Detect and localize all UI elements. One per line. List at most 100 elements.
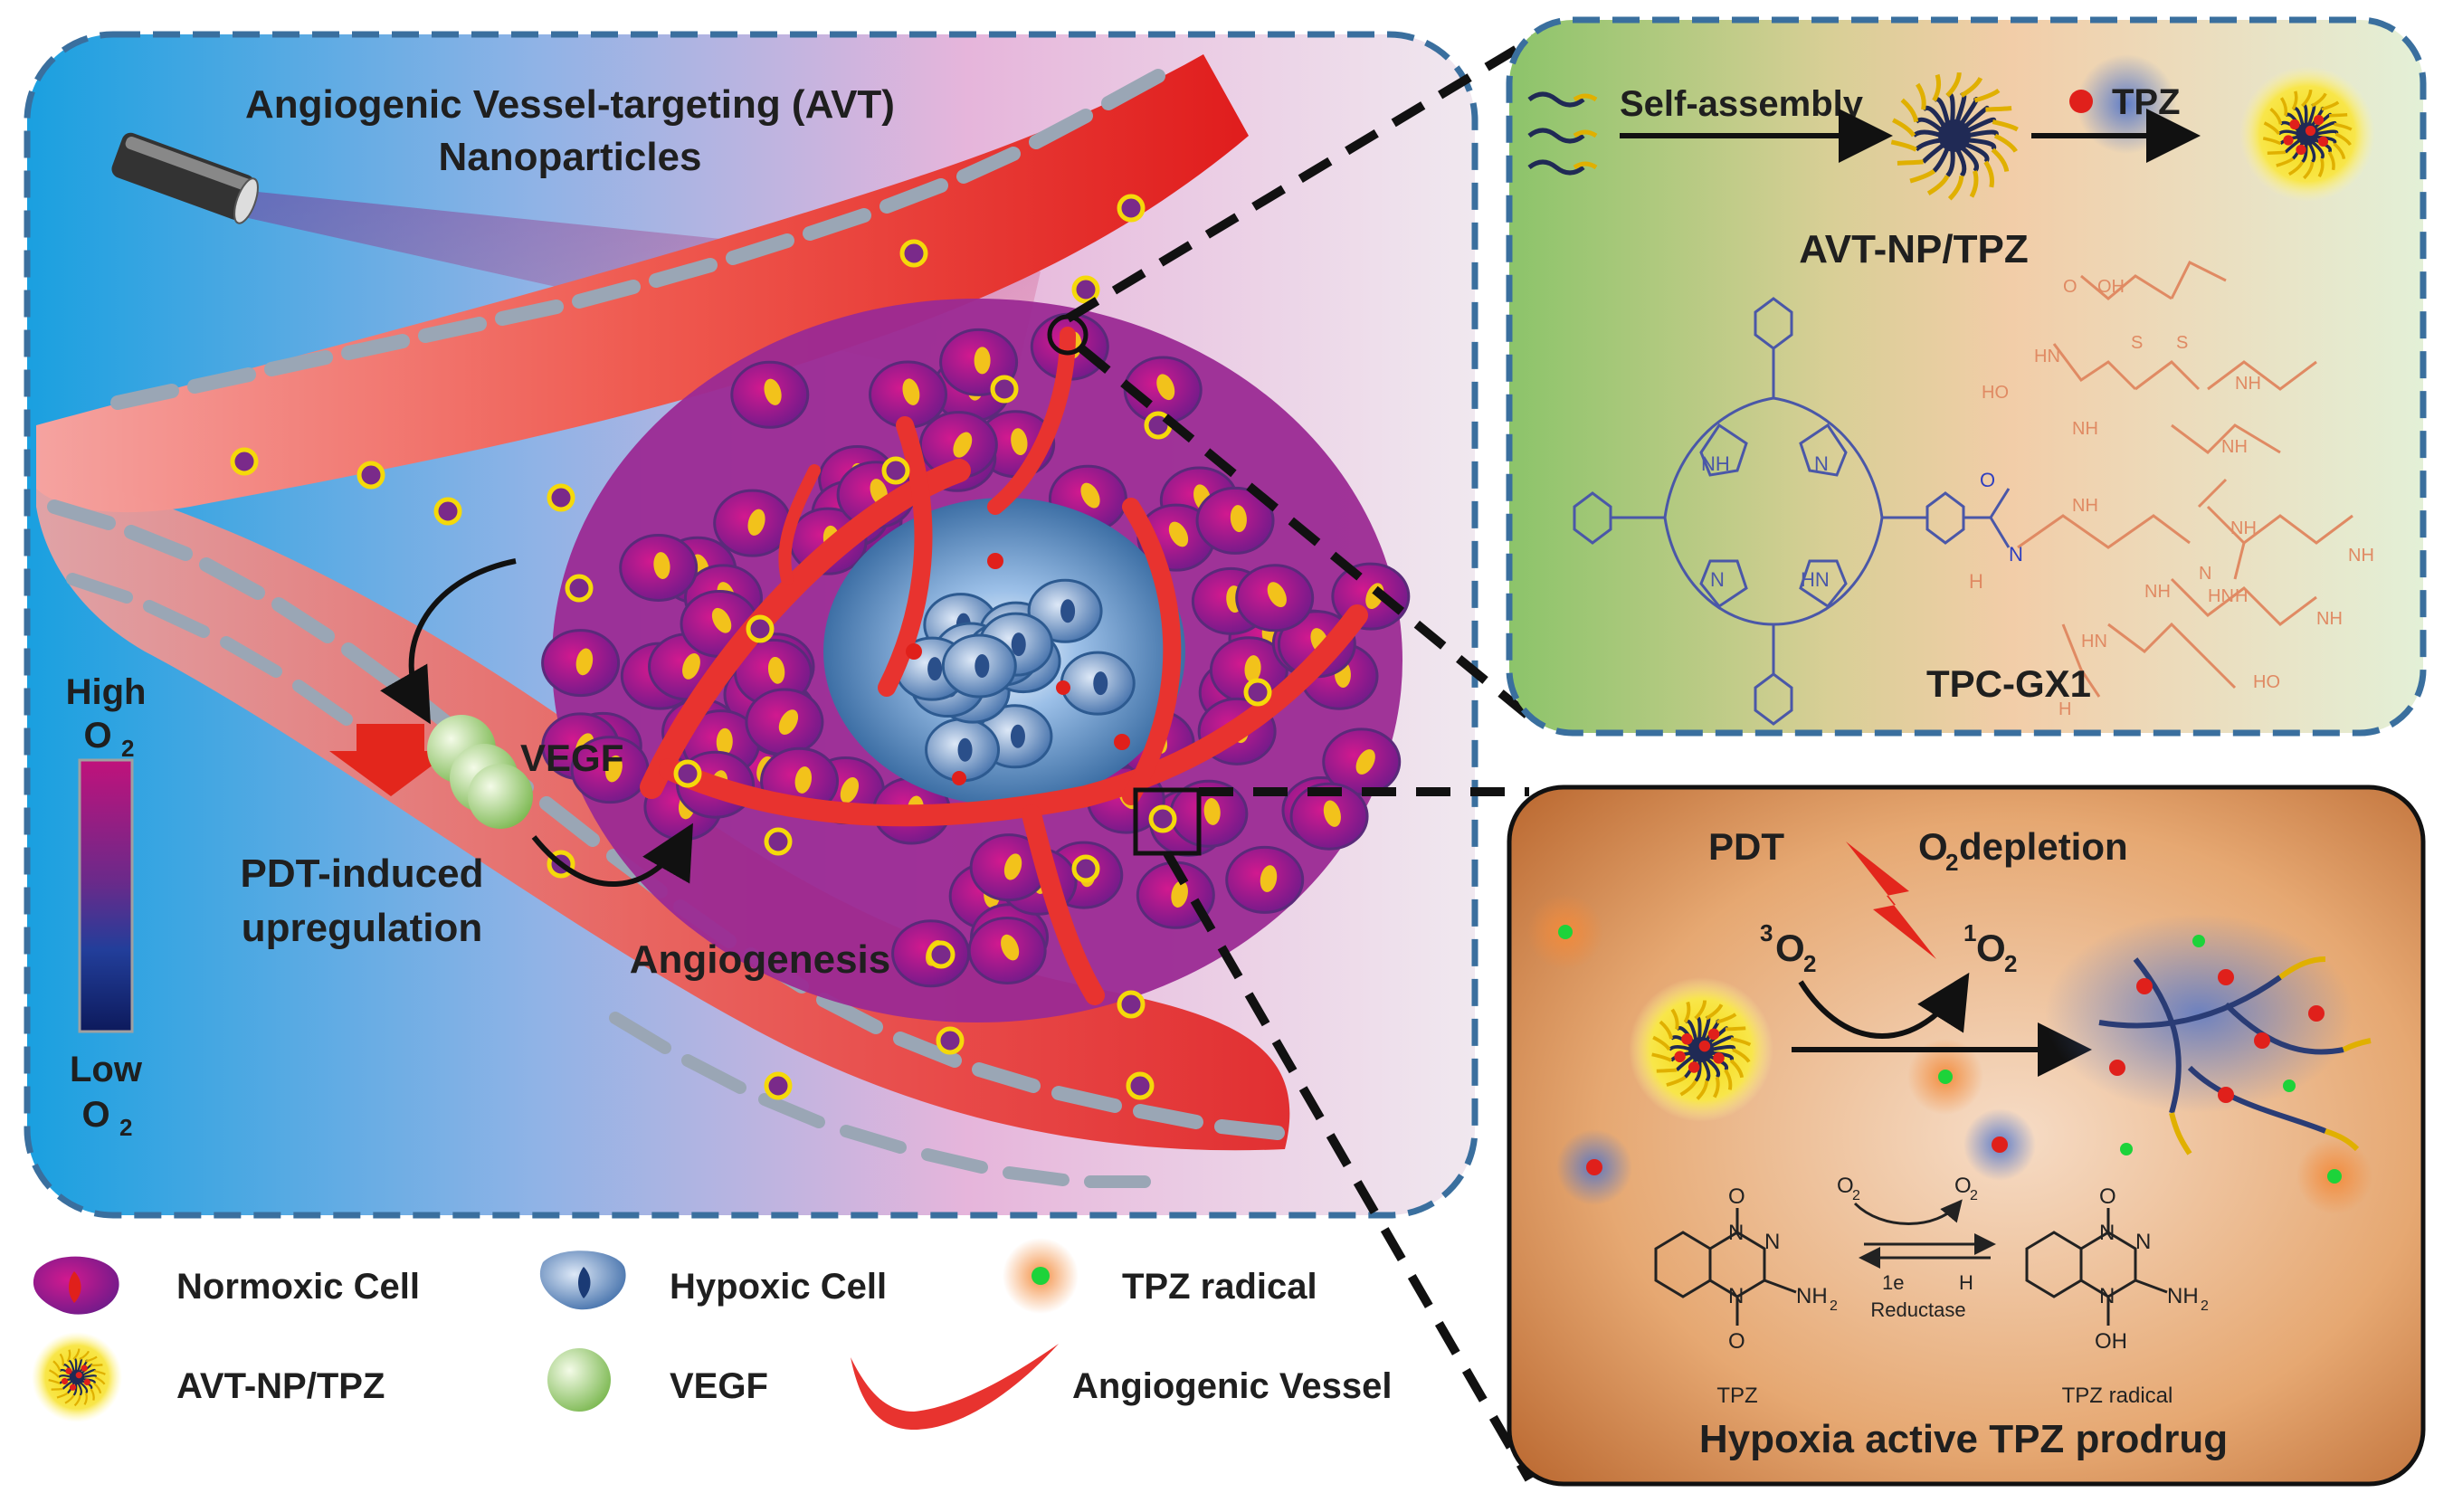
inner-vessel-wall [66,573,1151,1188]
tumor-red-dots [906,553,1130,785]
legend-hypoxic-cell: Hypoxic Cell [539,1250,887,1310]
normoxic-cell [869,360,948,429]
o2-depletion-o: O [1918,825,1948,868]
tpzr-oh: OH [2095,1329,2127,1354]
tpzr-o-top: O [2099,1184,2116,1209]
radical-dot [2327,1169,2342,1184]
h-plus-label: H [1959,1271,1973,1294]
chem-h-x: H [2235,586,2248,606]
pdt-upregulation-line2: upregulation [242,906,482,950]
tpz-dot [1586,1159,1602,1175]
amphiphile-squiggles [1527,91,1598,176]
chem-nh-d: NH [2230,518,2257,538]
self-assembly-label: Self-assembly [1620,84,1864,124]
nanoparticle-dot [547,483,575,512]
nanoparticle-dot [1071,854,1100,883]
legend-vegf-label: VEGF [670,1366,768,1406]
zoom-connectors [1065,32,1542,1482]
reduction-equilibrium: O 2 O 2 1e H Reductase [1837,1174,1996,1321]
legend-normoxic-cell: Normoxic Cell [33,1256,420,1315]
micelle-icon [1890,71,2019,201]
oxygen-low-label: Low [70,1050,143,1089]
oxygen-low-sub: 2 [119,1114,132,1141]
chem-n-bottom: N [1710,568,1725,591]
singlet-o2: O [1976,927,2006,969]
vegf-label: VEGF [520,737,623,779]
legend-angiogenic-vessel-label: Angiogenic Vessel [1072,1366,1392,1406]
normoxic-cell [918,411,998,480]
chem-s1: S [2131,333,2143,353]
nanoparticle-dot [746,614,775,643]
chem-s2: S [2176,333,2188,353]
chem-hn-bottom: HN [1801,568,1830,591]
pdt-label: PDT [1708,825,1784,868]
vegf-upregulation-group: VEGF PDT-induced upregulation Angiogenes… [241,558,891,982]
main-title-line1: Angiogenic Vessel-targeting (AVT) [245,82,895,127]
light-source-icon [111,132,259,224]
o2-depletion-sub: 2 [1945,849,1958,876]
tpzr-nh2-sub: 2 [2201,1298,2209,1314]
tpz-radical-caption: TPZ radical [2062,1384,2173,1408]
normoxic-cell [541,629,621,698]
main-panel-border [24,31,1478,1219]
chem-n-top: N [1814,452,1829,475]
legend-tpz-radical-label: TPZ radical [1122,1267,1317,1307]
triplet-sup: 3 [1760,919,1773,946]
nanoparticle-dot [1148,804,1177,833]
tpz-label: TPZ [2112,82,2181,122]
peptide-structure [2017,260,2353,698]
chem-nh-c: NH [2072,496,2098,516]
chem-amide-n: N [2009,543,2023,566]
chem-nh-f: NH [2144,582,2171,602]
legend-normoxic-label: Normoxic Cell [176,1267,420,1307]
oxygen-high-label: High [66,672,147,712]
tpz-n1: N [1728,1221,1744,1245]
normoxic-cell [570,736,650,804]
angiogenic-vessel-branches [640,327,1368,1005]
nanoparticle-dot [764,1071,793,1100]
normoxic-cell [1123,356,1203,424]
normoxic-cell [1289,782,1369,851]
tpz-n2: N [1764,1230,1780,1254]
chem-o-acid: O [2063,277,2077,297]
tpz-radical-structure [2025,1208,2168,1326]
np-icon [1651,1000,1752,1100]
chem-ho: HO [1982,383,2009,403]
tpz-nh2-sub: 2 [1830,1298,1838,1314]
tpzr-n1: N [2099,1221,2115,1245]
nanoparticle-dot [1071,275,1100,304]
o2-plain-sub: 2 [1970,1188,1978,1203]
chem-hn1: HN [2034,347,2060,366]
loaded-np-icon [2262,89,2353,180]
porphyrin-labels: NH N N HN O N H [1701,452,2023,593]
chem-amide-o: O [1980,469,1995,491]
nanoparticle-dot [990,375,1019,404]
chem-ho2: HO [2253,672,2280,692]
nanoparticle-dot [673,759,702,788]
o2-radical-sub: 2 [1852,1188,1860,1203]
tpz-o-top: O [1728,1184,1745,1209]
nanoparticle-dot [433,497,462,526]
tpz-structure [1654,1208,1797,1326]
mechanism-panel: PDT O 2 depletion 3 O 2 1 O 2 [1507,785,2426,1487]
oxygen-scale: High O 2 Low O 2 [66,672,147,1141]
nanoparticle-dot [565,574,594,603]
chem-oh-acid: OH [2097,277,2125,297]
chem-h2n: H [2058,699,2071,719]
chem-nh-e: NH [2316,609,2343,629]
tpzr-n2: N [2135,1230,2151,1254]
hypoxic-cell [941,633,1017,699]
legend-hypoxic-label: Hypoxic Cell [670,1267,887,1307]
angiogenesis-label: Angiogenesis [630,937,891,982]
lightning-icon [1846,842,1936,959]
tpz-o-bottom: O [1728,1329,1745,1354]
chem-nh-top: NH [1701,452,1730,475]
legend-angiogenic-vessel: Angiogenic Vessel [851,1344,1392,1430]
legend-avt-np: AVT-NP/TPZ [32,1332,385,1422]
angiogenic-vessel-icon [851,1344,1059,1430]
normoxic-nucleus-icon [69,1271,81,1303]
normoxic-cell [1235,564,1315,632]
triplet-o2: O [1775,927,1805,969]
legend: Normoxic Cell Hypoxic Cell TPZ radical A… [32,1238,1392,1430]
